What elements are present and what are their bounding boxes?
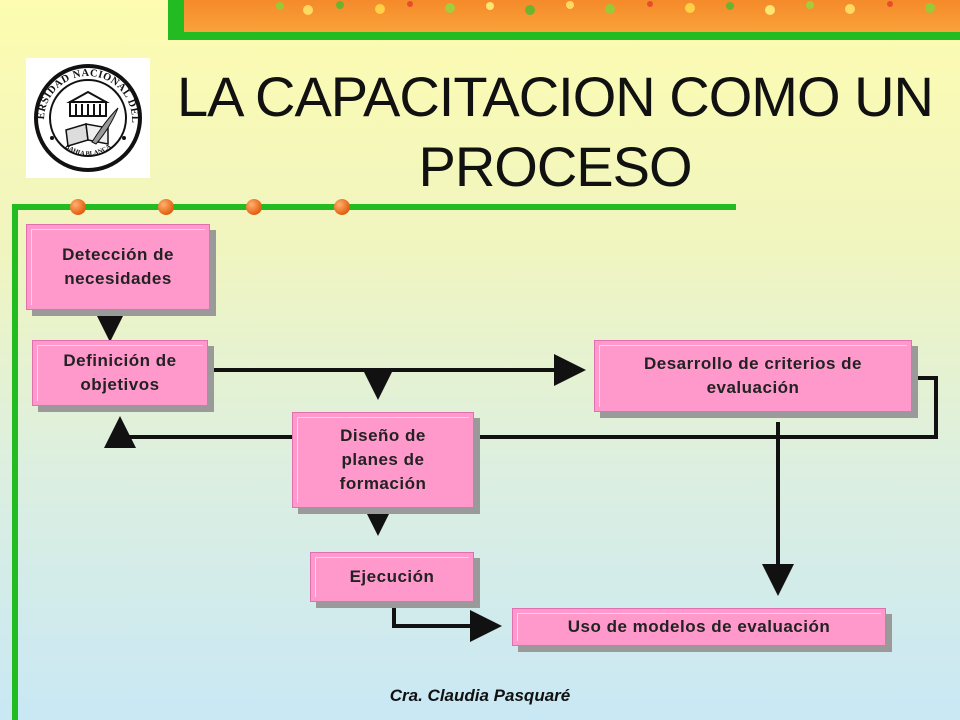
arrow-feedback-to-definicion bbox=[104, 376, 938, 448]
node-diseno-planes: Diseño de planes de formación bbox=[292, 412, 474, 508]
orange-dot-icon bbox=[334, 199, 350, 215]
node-desarrollo-criterios: Desarrollo de criterios de evaluación bbox=[594, 340, 912, 412]
vertical-green-rule bbox=[12, 204, 18, 720]
slide-footer-author: Cra. Claudia Pasquaré bbox=[389, 686, 571, 705]
orange-dot-icon bbox=[246, 199, 262, 215]
orange-dot-icon bbox=[158, 199, 174, 215]
node-deteccion-necesidades: Detección de necesidades bbox=[26, 224, 210, 310]
node-desarrollo-line-1: Desarrollo de criterios de bbox=[643, 354, 863, 373]
node-desarrollo-line-2: evaluación bbox=[706, 378, 800, 397]
top-bar-green-stripe bbox=[168, 0, 184, 40]
slide-title: LA CAPACITACION COMO UN PROCESO bbox=[170, 62, 940, 202]
node-uso-modelos-label: Uso de modelos de evaluación bbox=[567, 617, 831, 636]
university-logo: UNIVERSIDAD NACIONAL DEL SUR BAHIA BLANC… bbox=[22, 50, 150, 178]
node-ejecucion-label: Ejecución bbox=[349, 567, 435, 586]
slide-title-line-2: PROCESO bbox=[418, 135, 692, 198]
node-definicion-line-2: objetivos bbox=[80, 375, 160, 394]
university-seal-icon: UNIVERSIDAD NACIONAL DEL SUR BAHIA BLANC… bbox=[22, 50, 142, 172]
node-deteccion-line-2: necesidades bbox=[64, 269, 172, 288]
top-decorative-bar bbox=[168, 0, 960, 40]
horizontal-green-rule bbox=[12, 204, 736, 210]
node-ejecucion: Ejecución bbox=[310, 552, 474, 602]
node-diseno-line-2: planes de bbox=[341, 450, 425, 469]
node-definicion-line-1: Definición de bbox=[63, 351, 177, 370]
orange-dot-icon bbox=[70, 199, 86, 215]
node-diseno-line-1: Diseño de bbox=[340, 426, 426, 445]
node-definicion-objetivos: Definición de objetivos bbox=[32, 340, 208, 406]
node-deteccion-line-1: Detección de bbox=[62, 245, 174, 264]
node-uso-modelos-evaluacion: Uso de modelos de evaluación bbox=[512, 608, 886, 646]
slide-title-line-1: LA CAPACITACION COMO UN bbox=[177, 65, 934, 128]
arrow-ejecucion-to-uso bbox=[392, 603, 502, 642]
top-confetti-pattern bbox=[276, 1, 935, 15]
node-diseno-line-3: formación bbox=[339, 474, 427, 493]
